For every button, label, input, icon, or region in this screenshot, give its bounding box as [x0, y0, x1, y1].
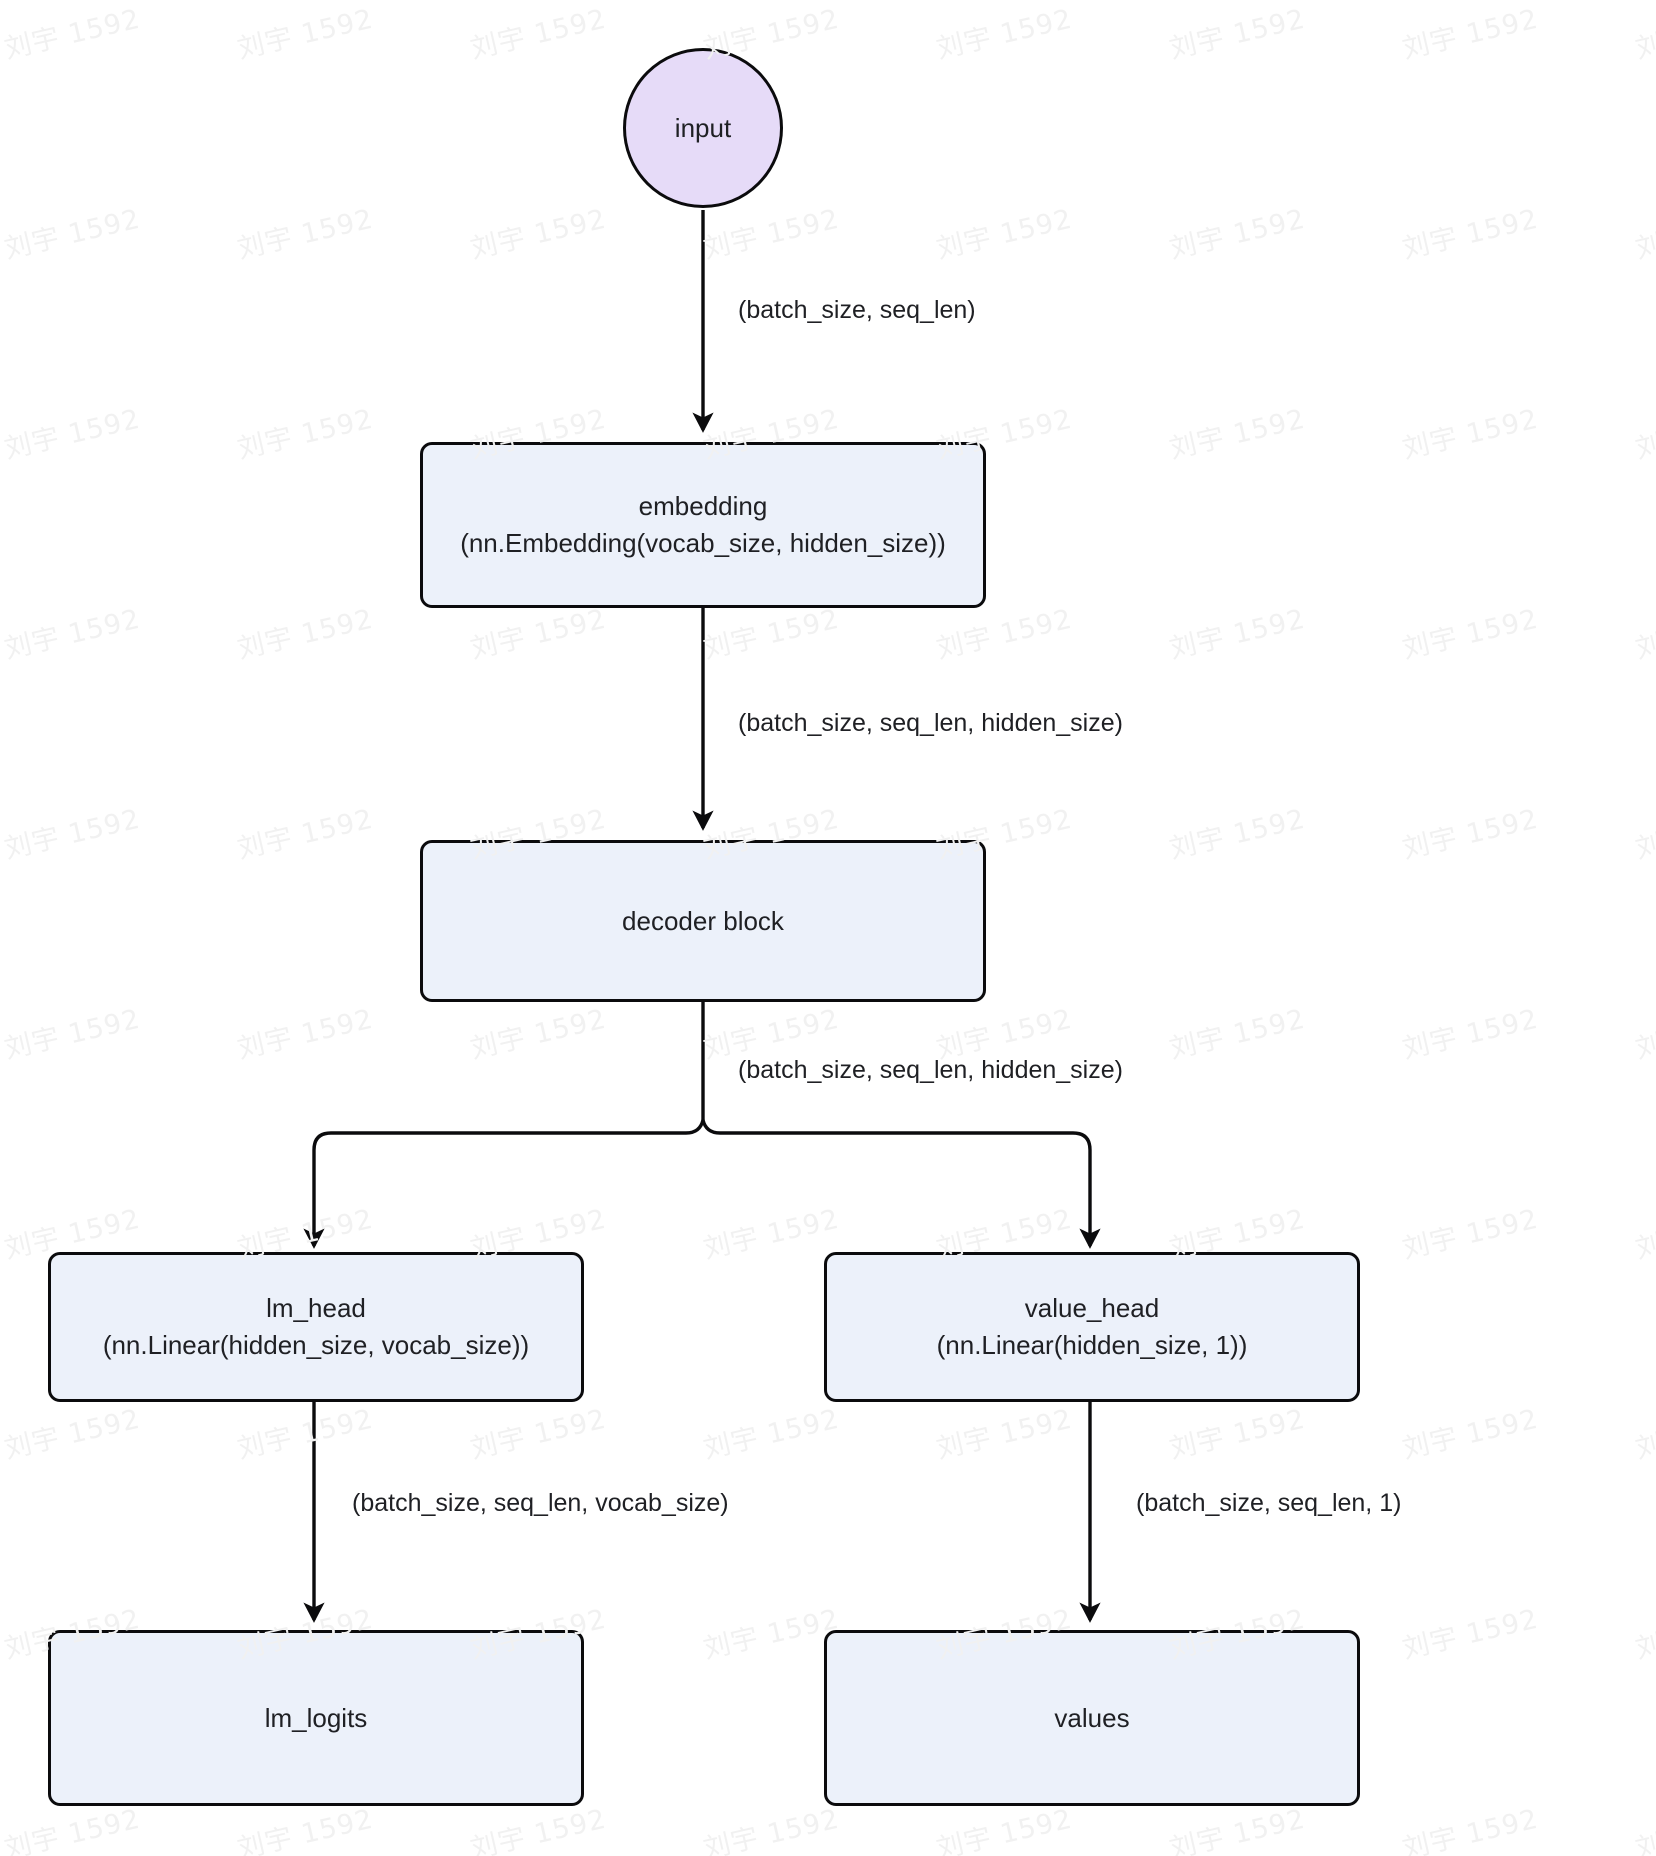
node-embedding-label: embedding	[638, 491, 768, 522]
edge-label-value-head-values: (batch_size, seq_len, 1)	[1136, 1489, 1402, 1517]
node-lm-head[interactable]: lm_head (nn.Linear(hidden_size, vocab_si…	[48, 1252, 584, 1402]
node-decoder-block[interactable]: decoder block	[420, 840, 986, 1002]
node-input-label: input	[674, 112, 732, 143]
edge-label-lm-head-lm-logits: (batch_size, seq_len, vocab_size)	[352, 1489, 729, 1517]
node-decoder-block-label: decoder block	[622, 905, 784, 936]
node-value-head-sublabel: (nn.Linear(hidden_size, 1))	[936, 1330, 1248, 1360]
node-lm-head-sublabel: (nn.Linear(hidden_size, vocab_size))	[102, 1330, 530, 1360]
edge-label-embedding-decoder: (batch_size, seq_len, hidden_size)	[738, 709, 1123, 737]
node-values-label: values	[1054, 1702, 1130, 1733]
edge-decoder-value-head	[701, 1119, 1101, 1249]
node-values[interactable]: values	[824, 1630, 1360, 1806]
edge-label-decoder-heads: (batch_size, seq_len, hidden_size)	[738, 1056, 1123, 1084]
node-embedding[interactable]: embedding (nn.Embedding(vocab_size, hidd…	[420, 442, 986, 608]
node-lm-logits[interactable]: lm_logits	[48, 1630, 584, 1806]
node-lm-head-label: lm_head	[266, 1293, 366, 1324]
node-lm-logits-label: lm_logits	[264, 1702, 368, 1733]
edge-label-input-embedding: (batch_size, seq_len)	[738, 296, 976, 324]
node-value-head[interactable]: value_head (nn.Linear(hidden_size, 1))	[824, 1252, 1360, 1402]
node-embedding-sublabel: (nn.Embedding(vocab_size, hidden_size))	[460, 528, 946, 558]
edge-decoder-lm-head	[303, 1119, 705, 1249]
node-value-head-label: value_head	[1024, 1293, 1160, 1324]
node-input[interactable]: input	[623, 48, 783, 208]
